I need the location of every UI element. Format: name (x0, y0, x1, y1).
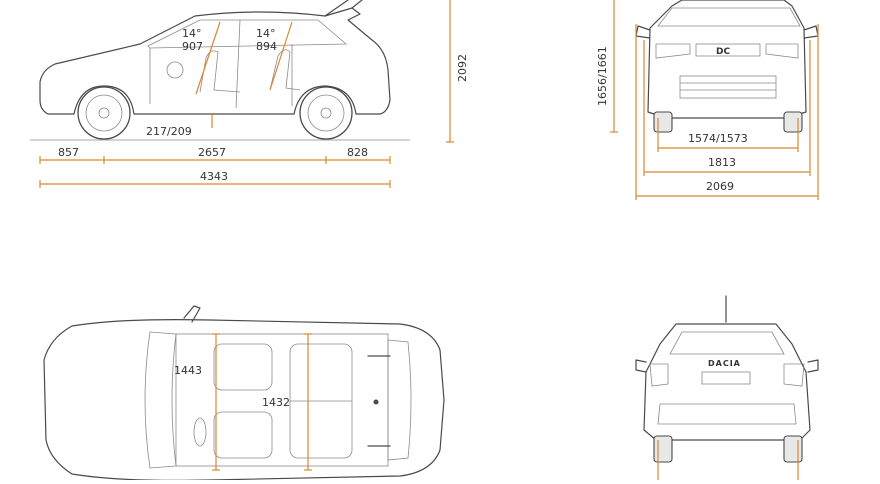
side-steering-wheel (166, 61, 184, 79)
front-elbow-width-label: 1443 (174, 364, 202, 377)
front-width-label: 1813 (708, 156, 736, 169)
front-left-tyre (653, 111, 673, 133)
front-right-headlight (765, 43, 799, 59)
rear-seat-height-label: 894 (256, 40, 277, 53)
rear-badge: DACIA (708, 359, 741, 368)
front-body-outline (647, 0, 807, 119)
top-rear-window (387, 339, 412, 461)
rear-right-taillight (783, 363, 805, 387)
front-grille-badge: DC (716, 47, 730, 57)
rear-elbow-width-label: 1432 (262, 396, 290, 409)
front-seat-height-line (195, 21, 221, 95)
rear-body-outline (643, 323, 811, 441)
rear-seat-angle-label: 14° (256, 27, 276, 40)
front-height-label: 1656/1661 (596, 46, 609, 106)
front-lower-grille (679, 75, 777, 99)
top-front-left-seat (213, 343, 273, 391)
front-right-mirror (803, 25, 819, 39)
ground-clearance-label: 217/209 (146, 125, 192, 138)
rear-seat-height-line (269, 21, 293, 91)
side-b-pillar (235, 19, 241, 109)
front-left-headlight (655, 43, 691, 59)
rear-window (669, 331, 785, 355)
front-seat-angle-label: 14° (182, 27, 202, 40)
front-windshield (657, 7, 801, 27)
top-view: 1443 1432 (43, 305, 445, 481)
top-steering-wheel (193, 417, 207, 447)
top-body-outline (43, 319, 445, 481)
rear-left-mirror (635, 359, 647, 373)
side-view: 14° 907 14° 894 217/209 857 2657 828 434… (30, 0, 469, 188)
top-cabin (175, 333, 389, 467)
front-left-mirror (635, 25, 651, 39)
rear-left-taillight (649, 363, 669, 387)
side-window-line (147, 19, 348, 49)
top-front-right-seat (213, 411, 273, 459)
rear-overhang-label: 828 (347, 146, 368, 159)
front-right-tyre (783, 111, 803, 133)
side-body-outline (39, 7, 391, 115)
tailgate-height-label: 2092 (456, 54, 469, 82)
front-seat-height-label: 907 (182, 40, 203, 53)
front-track-label: 1574/1573 (688, 132, 748, 145)
rear-plate (701, 371, 751, 385)
side-rear-seat (269, 49, 301, 91)
front-badge-plate (695, 43, 761, 57)
side-front-seat (199, 50, 241, 93)
front-mirror-width-label: 2069 (706, 180, 734, 193)
rear-bumper (657, 403, 797, 425)
front-view: DC 1656/1661 1574/1573 1813 2069 (596, 0, 819, 200)
wheelbase-label: 2657 (198, 146, 226, 159)
side-open-tailgate (324, 0, 363, 17)
top-handle (373, 399, 379, 405)
rear-left-tyre (653, 435, 673, 463)
top-windshield (144, 331, 177, 469)
rear-right-mirror (807, 359, 819, 373)
top-left-mirror (183, 305, 201, 323)
overall-length-label: 4343 (200, 170, 228, 183)
front-overhang-label: 857 (58, 146, 79, 159)
rear-view: DACIA (635, 295, 819, 480)
rear-right-tyre (783, 435, 803, 463)
